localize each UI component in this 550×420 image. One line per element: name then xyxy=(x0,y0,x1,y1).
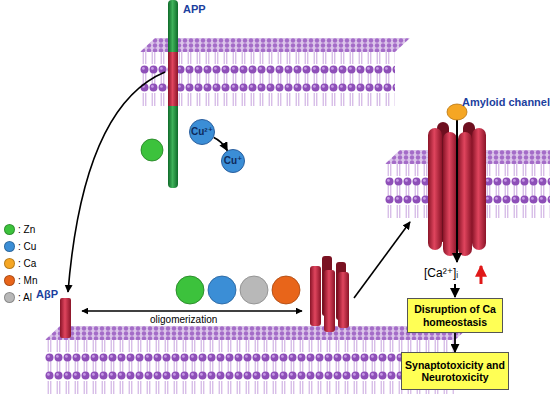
legend-row: : Al xyxy=(4,292,32,303)
copper-ion xyxy=(208,276,236,304)
flow-arrow xyxy=(214,137,227,150)
node-text: Synaptotoxicity and Neurotoxicity xyxy=(405,359,505,383)
channel-label: Amyloid channel xyxy=(462,96,550,108)
copper-ion-node: Cu²⁺ xyxy=(189,119,215,145)
legend-swatch xyxy=(4,258,15,269)
flow-arrow xyxy=(454,333,456,352)
calcium-influx-arrow xyxy=(456,118,458,262)
legend-swatch xyxy=(4,275,15,286)
node-text: Cu²⁺ xyxy=(191,127,213,137)
process-label: oligomerization xyxy=(150,314,217,325)
legend-row: : Zn xyxy=(4,224,35,235)
lipid-bilayer xyxy=(140,38,410,106)
membrane-leaflet xyxy=(45,340,455,367)
node-text: Cu⁺ xyxy=(224,156,243,166)
legend-swatch xyxy=(4,292,15,303)
process-box: Disruption of Ca homeostasis xyxy=(407,298,503,333)
transmembrane-segment xyxy=(168,52,178,106)
cleavage-arrow xyxy=(68,72,165,292)
aluminium-ion xyxy=(240,276,268,304)
membrane-leaflet xyxy=(140,52,395,79)
process-box: Synaptotoxicity and Neurotoxicity xyxy=(401,352,509,390)
legend-swatch xyxy=(4,224,15,235)
flow-arrow xyxy=(454,284,456,297)
copper-ion-node: Cu⁺ xyxy=(221,149,245,173)
manganese-ion xyxy=(272,276,300,304)
legend-text: : Zn xyxy=(18,224,35,235)
membrane-surface xyxy=(140,38,410,52)
legend-row: : Mn xyxy=(4,275,37,286)
equilibrium-arrow xyxy=(82,310,302,311)
app-protein xyxy=(168,0,178,188)
legend-text: : Mn xyxy=(18,275,37,286)
abeta-monomer xyxy=(60,298,71,338)
app-bar xyxy=(168,0,178,188)
legend-row: : Ca xyxy=(4,258,36,269)
legend-text: : Cu xyxy=(18,241,36,252)
peptide-label: AβP xyxy=(36,288,58,300)
legend-text: : Ca xyxy=(18,258,36,269)
zinc-ion xyxy=(141,139,163,161)
increase-arrow xyxy=(480,266,483,284)
flow-arrow xyxy=(354,222,410,298)
abeta-oligomer xyxy=(310,256,349,332)
zinc-ion xyxy=(176,276,204,304)
node-text: Disruption of Ca homeostasis xyxy=(411,303,499,327)
membrane-leaflet xyxy=(45,367,455,394)
legend-row: : Cu xyxy=(4,241,36,252)
legend-text: : Al xyxy=(18,292,32,303)
protein-label: APP xyxy=(183,3,206,15)
legend-swatch xyxy=(4,241,15,252)
membrane-leaflet xyxy=(140,79,395,106)
concentration-label: [Ca²⁺]ᵢ xyxy=(424,267,458,280)
